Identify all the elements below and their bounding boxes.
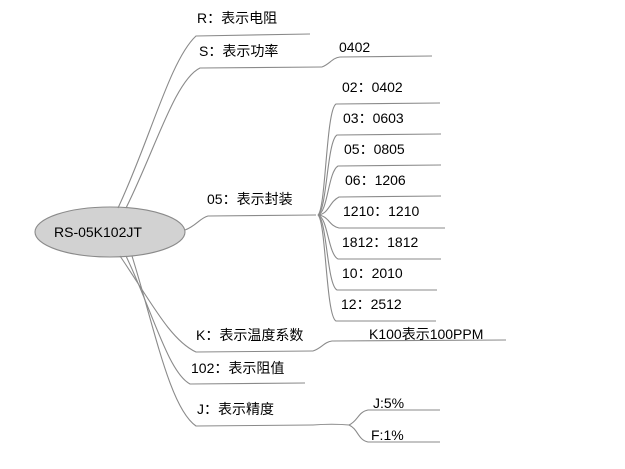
branch-line-j: [131, 255, 314, 427]
branch-line-pkg-03: [317, 133, 442, 216]
node-label-pkg-03[interactable]: 03：0603: [343, 110, 404, 126]
node-label-j[interactable]: J：表示精度: [197, 401, 274, 417]
branch-line-r: [117, 33, 311, 209]
node-label-pkg-02[interactable]: 02：0402: [342, 79, 403, 95]
branch-line-pkg-02: [317, 102, 441, 216]
node-label-k[interactable]: K：表示温度系数: [196, 327, 304, 343]
branch-line-k-100: [312, 339, 507, 352]
node-label-pkg-10[interactable]: 10：2010: [342, 265, 403, 281]
branch-line-pkg-10: [317, 214, 437, 291]
branch-line-k: [119, 255, 314, 353]
branch-line-s: [125, 66, 323, 209]
node-label-s[interactable]: S：表示功率: [199, 43, 279, 59]
branch-line-pkg-06: [317, 195, 442, 216]
node-label-pkg-1210[interactable]: 1210：1210: [343, 203, 420, 219]
branch-line-pkg-05: [317, 164, 442, 216]
branch-line-s-0402: [321, 55, 433, 68]
branch-line-pkg-1210: [317, 214, 445, 229]
node-label-r[interactable]: R：表示电阻: [197, 10, 278, 26]
node-label-pkg-05[interactable]: 05：0805: [344, 141, 405, 157]
node-label-value[interactable]: 102：表示阻值: [191, 360, 285, 376]
branch-line-j-5: [312, 409, 440, 426]
branch-line-pkg-1812: [317, 214, 441, 260]
node-label-j-5[interactable]: J:5%: [373, 395, 405, 411]
node-label-s-0402[interactable]: 0402: [339, 39, 371, 55]
node-label-pkg-12[interactable]: 12：2512: [341, 296, 402, 312]
node-label-package[interactable]: 05：表示封装: [207, 191, 293, 207]
branch-line-value: [125, 255, 306, 385]
node-label-pkg-1812[interactable]: 1812：1812: [342, 234, 419, 250]
root-node-label[interactable]: RS-05K102JT: [54, 224, 142, 240]
root-node-shape: [34, 206, 186, 258]
node-label-j-f1[interactable]: F:1%: [371, 427, 404, 443]
branch-line-j-f1: [348, 424, 440, 443]
node-label-k-100[interactable]: K100表示100PPM: [369, 326, 484, 342]
branch-line-package: [184, 214, 317, 231]
node-label-pkg-06[interactable]: 06：1206: [345, 172, 406, 188]
branch-line-pkg-12: [317, 214, 436, 322]
